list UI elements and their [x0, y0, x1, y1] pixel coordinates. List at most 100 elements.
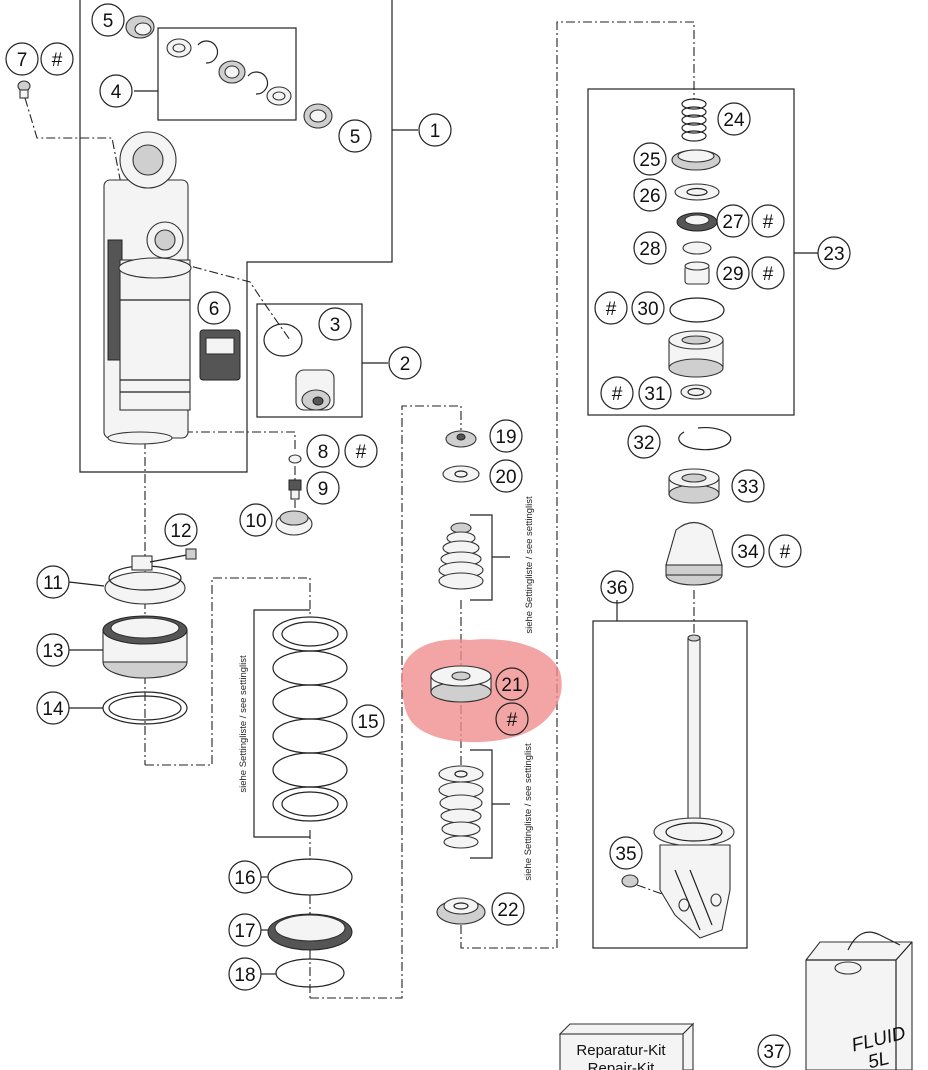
washer-20 [442, 465, 480, 483]
group-frame-23 [587, 88, 795, 416]
callout-32: 32 [627, 425, 661, 459]
hash-7: # [40, 42, 74, 76]
damper-shaft-36 [653, 634, 735, 939]
hash-29: # [751, 256, 785, 290]
preload-nut-13 [102, 615, 188, 679]
hash-21: # [495, 702, 529, 736]
hash-8: # [344, 434, 378, 468]
washer-8 [288, 454, 302, 464]
repair-kit-box [558, 1022, 695, 1070]
svg-text:33: 33 [737, 477, 758, 498]
svg-text:30: 30 [637, 299, 658, 320]
hash-30: # [594, 291, 628, 325]
callout-1: 1 [418, 113, 452, 147]
callout-8: 8 [306, 434, 340, 468]
ring-16 [267, 858, 353, 896]
bump-cup-22 [436, 897, 486, 925]
callout-31: 31 [638, 376, 672, 410]
settinglist-note-shims-upper: siehe Settingliste / see settinglist [524, 496, 535, 634]
seal-5-top [125, 15, 155, 39]
callout-5-top: 5 [91, 3, 125, 37]
fluid-can [805, 931, 913, 1070]
callout-15: 15 [351, 704, 385, 738]
callout-34: 34 [731, 534, 765, 568]
callout-22: 22 [491, 892, 525, 926]
cap-10 [275, 510, 313, 536]
clamp-ring-11 [104, 555, 186, 605]
svg-text:#: # [763, 264, 774, 285]
nut-19 [445, 430, 477, 448]
screw-7 [17, 80, 31, 99]
callout-21: 21 [495, 667, 529, 701]
callout-28: 28 [633, 231, 667, 265]
svg-text:35: 35 [615, 844, 636, 865]
svg-text:14: 14 [42, 699, 64, 720]
svg-text:10: 10 [245, 511, 266, 532]
bolt-12 [149, 548, 197, 563]
callout-37: 37 [757, 1034, 791, 1068]
callout-11: 11 [36, 565, 70, 599]
callout-3: 3 [318, 307, 352, 341]
svg-text:18: 18 [234, 965, 255, 986]
callout-18: 18 [228, 957, 262, 991]
hash-27: # [751, 204, 785, 238]
callout-36: 36 [600, 570, 634, 604]
svg-text:22: 22 [497, 900, 518, 921]
svg-text:15: 15 [357, 712, 378, 733]
svg-text:#: # [606, 299, 617, 320]
circlip-32 [678, 427, 732, 451]
settinglist-note-spring: siehe Settingliste / see settinglist [238, 655, 249, 793]
svg-text:12: 12 [170, 521, 191, 542]
svg-text:#: # [507, 710, 518, 731]
seat-25 [671, 149, 721, 171]
callout-25: 25 [633, 142, 667, 176]
svg-text:13: 13 [42, 641, 63, 662]
svg-text:37: 37 [763, 1042, 784, 1063]
svg-text:32: 32 [633, 433, 654, 454]
hash-31: # [600, 376, 634, 410]
group-frame-2 [256, 303, 363, 418]
settinglist-note-shims-lower: siehe Settingliste / see settinglist [523, 743, 534, 881]
seal-27 [676, 212, 718, 232]
callout-33: 33 [731, 469, 765, 503]
svg-text:8: 8 [318, 442, 329, 463]
piston-21 [430, 665, 492, 703]
callout-14: 14 [36, 691, 70, 725]
svg-text:29: 29 [722, 264, 743, 285]
repair-kit-label-de: Reparatur-Kit [576, 1042, 666, 1059]
svg-text:1: 1 [430, 121, 441, 142]
svg-text:23: 23 [823, 244, 844, 265]
svg-text:25: 25 [639, 150, 660, 171]
callout-2: 2 [388, 346, 422, 380]
bushing-29 [684, 261, 710, 285]
svg-text:16: 16 [234, 868, 255, 889]
spring-24 [681, 98, 707, 142]
bump-stop-34 [665, 521, 723, 586]
svg-text:5: 5 [103, 11, 114, 32]
cap-33 [668, 468, 720, 504]
callout-6: 6 [197, 291, 231, 325]
spring-15 [272, 616, 348, 822]
svg-text:#: # [612, 384, 623, 405]
svg-text:#: # [780, 542, 791, 563]
svg-text:#: # [763, 212, 774, 233]
svg-text:36: 36 [606, 578, 627, 599]
callout-23: 23 [817, 236, 851, 270]
svg-text:6: 6 [209, 299, 220, 320]
callout-17: 17 [228, 913, 262, 947]
callout-5-bottom: 5 [338, 119, 372, 153]
seal-kit-4 [166, 38, 292, 106]
o-ring-30 [669, 297, 725, 323]
svg-text:5: 5 [350, 127, 361, 148]
callout-4: 4 [99, 74, 133, 108]
callout-19: 19 [489, 419, 523, 453]
callout-9: 9 [306, 471, 340, 505]
nut-35 [621, 874, 639, 888]
callout-7: 7 [5, 42, 39, 76]
ring-31 [680, 384, 712, 400]
svg-text:19: 19 [495, 427, 516, 448]
callout-13: 13 [36, 633, 70, 667]
seal-5-bottom [303, 103, 333, 129]
group-frame-4 [157, 27, 297, 121]
